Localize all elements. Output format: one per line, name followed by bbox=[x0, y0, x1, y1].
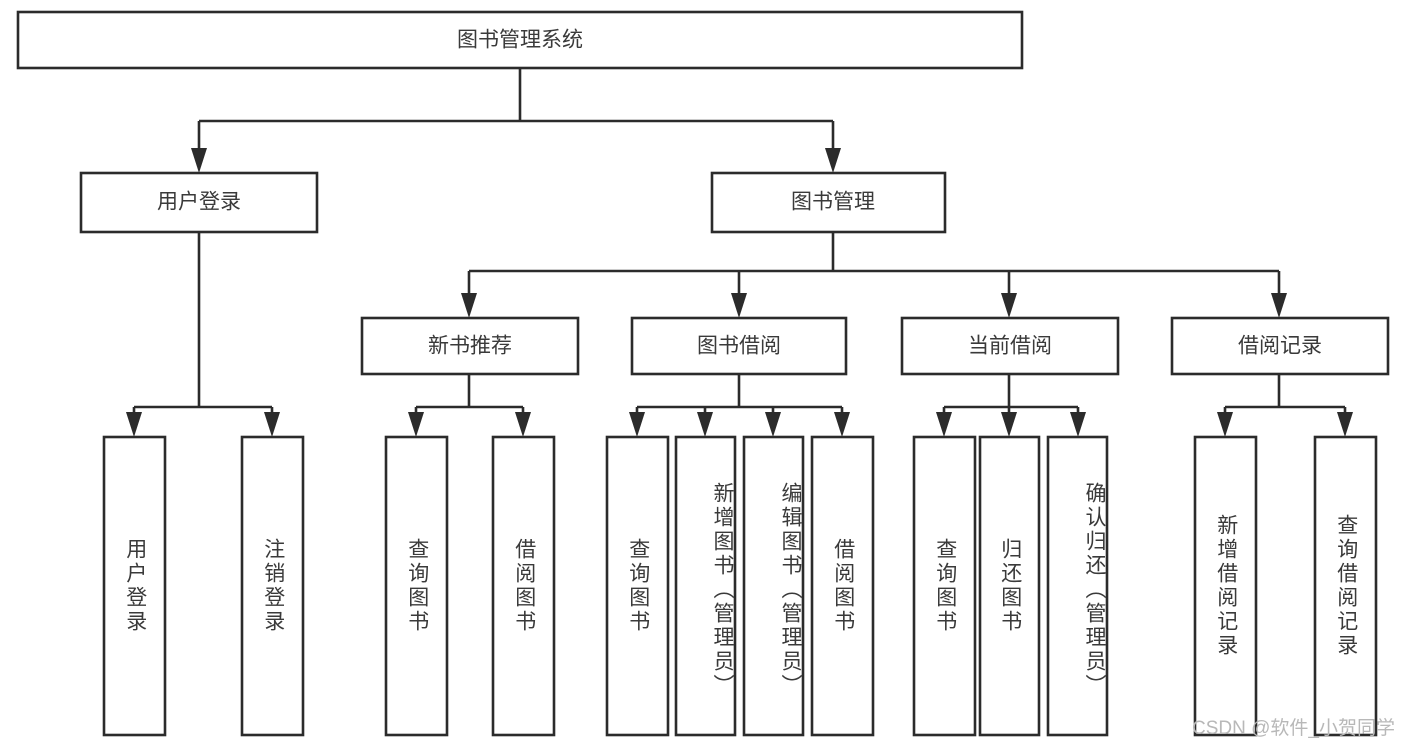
arrow-head-leaf-query-book-1 bbox=[408, 412, 424, 437]
node-box-leaf-query-book-3[interactable] bbox=[912, 435, 977, 737]
arrow-head-leaf-confirm-return bbox=[1070, 412, 1086, 437]
arrow-head-book-borrow bbox=[731, 293, 747, 318]
node-box-leaf-borrow-book-1[interactable] bbox=[491, 435, 556, 737]
csdn-watermark: CSDN @软件_小贺同学 bbox=[1192, 718, 1395, 739]
node-box-leaf-user-login[interactable] bbox=[102, 435, 167, 737]
arrow-head-leaf-logout-login bbox=[264, 412, 280, 437]
node-label-book-management: 图书管理 bbox=[791, 191, 875, 214]
node-box-leaf-add-book[interactable] bbox=[674, 435, 737, 737]
node-box-leaf-confirm-return[interactable] bbox=[1046, 435, 1109, 737]
arrow-head-current-borrow bbox=[1001, 293, 1017, 318]
arrow-head-leaf-add-record bbox=[1217, 412, 1233, 437]
arrow-head-leaf-user-login bbox=[126, 412, 142, 437]
node-box-leaf-query-book-1[interactable] bbox=[384, 435, 449, 737]
node-label-current-borrow: 当前借阅 bbox=[968, 335, 1052, 358]
arrow-head-leaf-edit-book bbox=[765, 412, 781, 437]
arrow-head-borrow-record bbox=[1271, 293, 1287, 318]
node-box-leaf-query-record[interactable] bbox=[1313, 435, 1378, 737]
arrow-head-book-management bbox=[825, 148, 841, 173]
node-box-book-borrow[interactable] bbox=[630, 316, 848, 376]
connector-layer bbox=[126, 68, 1353, 437]
node-box-borrow-record[interactable] bbox=[1170, 316, 1390, 376]
arrow-head-leaf-borrow-book-2 bbox=[834, 412, 850, 437]
node-label-book-borrow: 图书借阅 bbox=[697, 335, 781, 358]
arrow-head-leaf-return-book bbox=[1001, 412, 1017, 437]
arrow-head-new-book-recommend bbox=[461, 293, 477, 318]
arrow-head-leaf-borrow-book-1 bbox=[515, 412, 531, 437]
node-box-leaf-edit-book[interactable] bbox=[742, 435, 805, 737]
node-label-borrow-record: 借阅记录 bbox=[1238, 335, 1322, 358]
node-box-leaf-query-book-2[interactable] bbox=[605, 435, 670, 737]
arrow-head-leaf-query-book-2 bbox=[629, 412, 645, 437]
node-box-leaf-borrow-book-2[interactable] bbox=[810, 435, 875, 737]
node-box-leaf-add-record[interactable] bbox=[1193, 435, 1258, 737]
node-box-leaf-return-book[interactable] bbox=[978, 435, 1041, 737]
node-label-user-login: 用户登录 bbox=[157, 191, 241, 214]
node-label-book-management-system: 图书管理系统 bbox=[457, 29, 583, 52]
arrow-head-user-login bbox=[191, 148, 207, 173]
arrow-head-leaf-query-book-3 bbox=[936, 412, 952, 437]
node-box-book-management[interactable] bbox=[710, 171, 947, 234]
arrow-head-leaf-query-record bbox=[1337, 412, 1353, 437]
node-box-leaf-logout-login[interactable] bbox=[240, 435, 305, 737]
node-layer: 图书管理系统 用户登录 图书管理 新书推荐 图书借阅 当前借阅 借阅记录 bbox=[16, 10, 1390, 737]
node-box-user-login[interactable] bbox=[79, 171, 319, 234]
arrow-head-leaf-add-book bbox=[697, 412, 713, 437]
node-box-book-management-system[interactable] bbox=[16, 10, 1024, 70]
node-label-new-book-recommend: 新书推荐 bbox=[428, 335, 512, 358]
node-box-new-book-recommend[interactable] bbox=[360, 316, 580, 376]
node-box-current-borrow[interactable] bbox=[900, 316, 1120, 376]
